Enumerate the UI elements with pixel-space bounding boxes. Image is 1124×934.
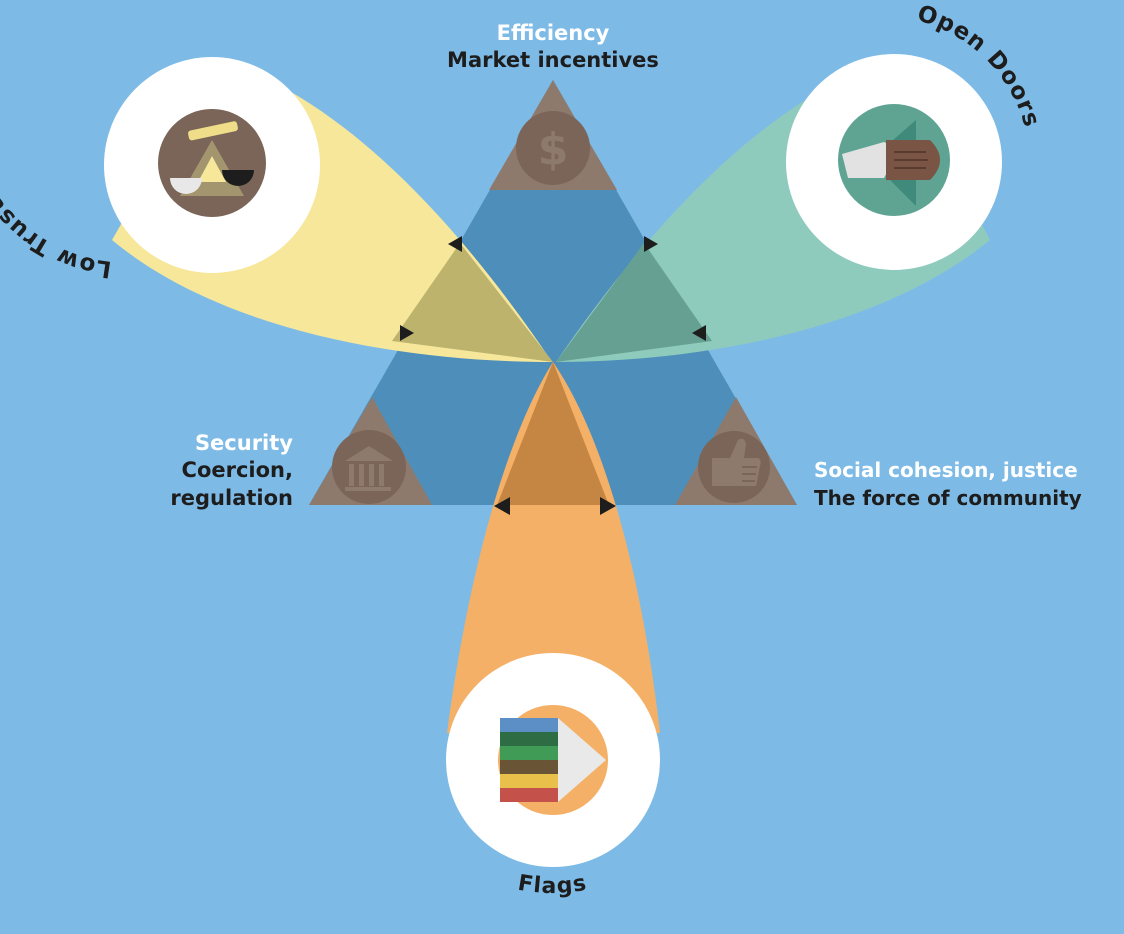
- social-cohesion-title: Social cohesion, justice: [814, 458, 1078, 482]
- open-doors-overlap: [556, 243, 712, 362]
- arrow-marker: [494, 497, 510, 515]
- arrow-marker: [644, 236, 658, 252]
- bank-building-icon: [332, 430, 406, 504]
- waving-flags-icon: [498, 705, 608, 815]
- security-subtitle-line1: Coercion,: [182, 458, 293, 482]
- flags-beam: [447, 362, 660, 733]
- svg-text:$: $: [538, 124, 569, 175]
- dollar-icon: $: [516, 111, 590, 185]
- arrow-marker: [400, 325, 414, 341]
- thumbs-up-hand-icon: [698, 431, 770, 503]
- security-title: Security: [195, 431, 293, 455]
- arrow-marker: [448, 236, 462, 252]
- efficiency-subtitle: Market incentives: [447, 48, 659, 72]
- handshake-icon: [838, 104, 950, 216]
- arrow-marker: [692, 325, 706, 341]
- social-cohesion-subtitle: The force of community: [814, 486, 1082, 510]
- efficiency-title: Efficiency: [497, 21, 610, 45]
- arrow-marker: [600, 497, 616, 515]
- flags-overlap: [497, 362, 609, 505]
- flags-label: Flags: [516, 871, 589, 899]
- balance-scale-icon: [158, 109, 266, 217]
- trilemma-triangle: [309, 80, 797, 505]
- low-trust-overlap: [392, 243, 553, 362]
- security-subtitle-line2: regulation: [170, 486, 293, 510]
